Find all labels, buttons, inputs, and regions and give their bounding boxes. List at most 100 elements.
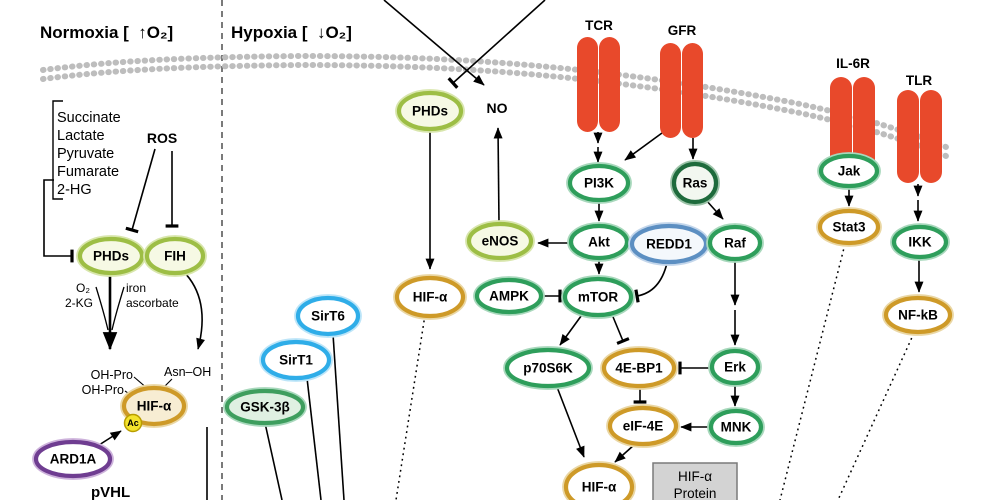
- node-label-sirt1: SirT1: [279, 353, 313, 368]
- node-ellipse: [671, 161, 719, 205]
- receptor-bar: [682, 43, 703, 138]
- node-raf: Raf: [706, 223, 764, 263]
- label-asn-oh: Asn–OH: [164, 365, 211, 379]
- node-ellipse: [883, 295, 953, 335]
- node-label-ikk: IKK: [908, 235, 932, 250]
- node-label-akt: Akt: [588, 235, 610, 250]
- node-ellipse: [224, 388, 306, 426]
- edge-enos-to-no: [493, 127, 503, 224]
- node-ras: Ras: [670, 160, 720, 206]
- node-enos: eNOS: [465, 220, 535, 262]
- edge-p70s6k-to-hif-bottom: [556, 386, 585, 458]
- node-ellipse: [818, 153, 880, 189]
- edge-hif-mid-dotted: [395, 314, 426, 500]
- edge-stat3-dotted: [779, 243, 846, 500]
- label-oh-pro-1: OH-Pro: [91, 368, 133, 382]
- receptor-label-il-6r: IL-6R: [836, 56, 870, 71]
- node-outer-ring: [393, 274, 467, 320]
- node-outer-ring: [817, 152, 881, 190]
- receptor-bar: [577, 37, 598, 132]
- node-jak: Jak: [817, 152, 881, 190]
- node-ellipse: [567, 163, 631, 203]
- node-ellipse: [466, 221, 534, 261]
- node-ellipse: [629, 223, 709, 265]
- node-4e-bp1: 4E-BP1: [600, 346, 678, 390]
- normoxia-title: Normoxia [ ↑O₂]: [40, 23, 173, 42]
- label-o2: O₂: [76, 281, 90, 295]
- protein-box-rect: [652, 462, 738, 500]
- edge-gsk-3b-down: [264, 422, 283, 500]
- node-ellipse: [33, 439, 113, 479]
- node-hif-alpha-mid: HIF-α: [393, 274, 467, 320]
- label-no: NO: [487, 100, 508, 116]
- node-ellipse: [260, 339, 332, 381]
- node-phds-mid: PHDs: [395, 89, 465, 133]
- node-ellipse: [504, 347, 592, 389]
- node-outer-ring: [32, 438, 114, 480]
- receptor-bar: [660, 43, 681, 138]
- node-label-4e-bp1: 4E-BP1: [615, 361, 663, 376]
- node-outer-ring: [566, 162, 632, 204]
- node-hif-alpha-left: HIF-α: [120, 384, 188, 428]
- node-outer-ring: [259, 338, 333, 382]
- node-label-mnk: MNK: [721, 420, 752, 435]
- node-sirt1: SirT1: [259, 338, 333, 382]
- edge-redd1-inhibits-mtor: [634, 262, 668, 303]
- edge-cross-line-inhibits-phds: [447, 0, 546, 89]
- node-label-phds-mid: PHDs: [412, 104, 448, 119]
- label-pvhl: pVHL: [91, 484, 130, 500]
- node-outer-ring: [562, 461, 636, 500]
- receptor-bar: [897, 90, 919, 183]
- node-label-sirt6: SirT6: [311, 309, 345, 324]
- protein-box-line-2: Protein: [674, 486, 717, 500]
- protein-box-line-1: HIF-α: [678, 469, 712, 484]
- node-ampk: AMPK: [473, 276, 545, 316]
- node-mtor: mTOR: [561, 275, 635, 319]
- edge-sirt1-down: [306, 377, 322, 500]
- metabolite-lactate: Lactate: [57, 128, 105, 144]
- node-outer-ring: [143, 235, 207, 277]
- node-ellipse: [708, 408, 764, 446]
- label-ascorbate: ascorbate: [126, 296, 179, 310]
- node-pi3k: PI3K: [566, 162, 632, 204]
- edge-ros-inhibits-phds: [125, 148, 156, 234]
- receptor-label-gfr: GFR: [668, 23, 697, 38]
- node-ellipse: [891, 224, 949, 260]
- node-outer-ring: [561, 275, 635, 319]
- node-outer-ring: [606, 404, 680, 448]
- node-ellipse: [394, 275, 466, 319]
- node-ellipse: [144, 236, 206, 276]
- membrane-top-row: [40, 52, 949, 150]
- edge-fih-hydroxylates-hif: [182, 270, 205, 350]
- node-ellipse: [707, 224, 763, 262]
- node-outer-ring: [706, 223, 764, 263]
- node-ellipse: [396, 90, 464, 132]
- node-label-hif-alpha-bottom: HIF-α: [582, 480, 617, 495]
- node-outer-ring: [503, 346, 593, 390]
- node-fih: FIH: [143, 235, 207, 277]
- node-outer-ring: [395, 89, 465, 133]
- node-ellipse: [817, 208, 881, 246]
- node-outer-ring: [473, 276, 545, 316]
- receptor-bar: [920, 90, 942, 183]
- edge-cross-line-to-no: [383, 0, 485, 86]
- edge-mtor-to-p70s6k: [559, 311, 585, 346]
- ac-label: Ac: [127, 418, 139, 428]
- node-outer-ring: [120, 384, 188, 428]
- edge-cofactor-curve-left: [95, 286, 109, 331]
- metabolite-fumarate: Fumarate: [57, 164, 119, 180]
- node-gsk-3b: GSK-3β: [223, 387, 307, 427]
- node-redd1: REDD1: [628, 222, 710, 266]
- edge-ras-to-raf: [705, 199, 724, 220]
- node-ellipse: [295, 295, 361, 337]
- node-ellipse: [562, 276, 634, 318]
- receptor-bar: [599, 37, 620, 132]
- receptor-tcr: TCR: [577, 18, 620, 132]
- node-label-ras: Ras: [683, 176, 708, 191]
